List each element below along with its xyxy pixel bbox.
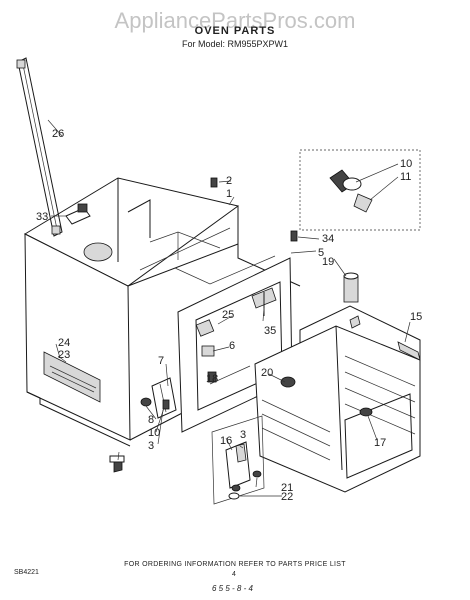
callout-2: 2 [226, 175, 232, 187]
callout-3-foot: 3 [148, 440, 154, 452]
handwritten-note: 6 5 5 - 8 - 4 [212, 584, 253, 593]
ordering-info-text: FOR ORDERING INFORMATION REFER TO PARTS … [124, 561, 346, 568]
part-10-11-light-assembly [299, 149, 421, 231]
callout-16: 16 [220, 435, 232, 447]
model-line: For Model: RM955PXPW1 [182, 39, 288, 49]
callout-33: 33 [36, 211, 48, 223]
page-number: 4 [232, 571, 236, 578]
part-19-plunger [343, 272, 359, 303]
part-26-side-trim [16, 57, 63, 237]
part-34-screw [290, 230, 298, 242]
callout-8: 10 [148, 427, 160, 439]
callout-3-latch: 3 [240, 429, 246, 441]
leader-lines [47, 119, 411, 497]
part-2-screw [210, 177, 218, 188]
callout-15: 15 [410, 311, 422, 323]
callout-26: 26 [52, 128, 64, 140]
callout-17: 17 [374, 437, 386, 449]
callout-24: 24 [58, 337, 70, 349]
part-6-7-8-hinge [140, 377, 177, 419]
callout-5: 6 [229, 340, 235, 352]
diagram-code: SB4221 [14, 569, 39, 576]
callout-10: 10 [400, 158, 412, 170]
callout-23: 23 [58, 349, 70, 361]
callout-4: 5 [318, 247, 324, 259]
callout-6: 7 [158, 355, 164, 367]
oven-cabinet [23, 177, 301, 447]
callout-22: 22 [281, 491, 293, 503]
callout-18: 18 [206, 373, 218, 385]
watermark-text: AppliancePartsPros.com [115, 8, 356, 33]
callout-34: 34 [322, 233, 334, 245]
part-16-21-22-latch-detail [211, 415, 265, 505]
callout-11: 11 [400, 171, 411, 183]
diagram-title: OVEN PARTS [195, 25, 276, 37]
callout-19: 19 [322, 256, 334, 268]
callout-labels: 2 1 10 11 26 33 34 5 19 15 25 35 6 7 18 … [36, 128, 422, 503]
part-3-foot [109, 455, 125, 473]
callout-35: 35 [264, 325, 276, 337]
callout-1: 1 [226, 188, 232, 200]
callout-7: 8 [148, 414, 154, 426]
callout-21: 21 [281, 482, 293, 494]
callout-20: 20 [261, 367, 273, 379]
callout-25: 25 [222, 309, 234, 321]
oven-liner [254, 305, 421, 493]
